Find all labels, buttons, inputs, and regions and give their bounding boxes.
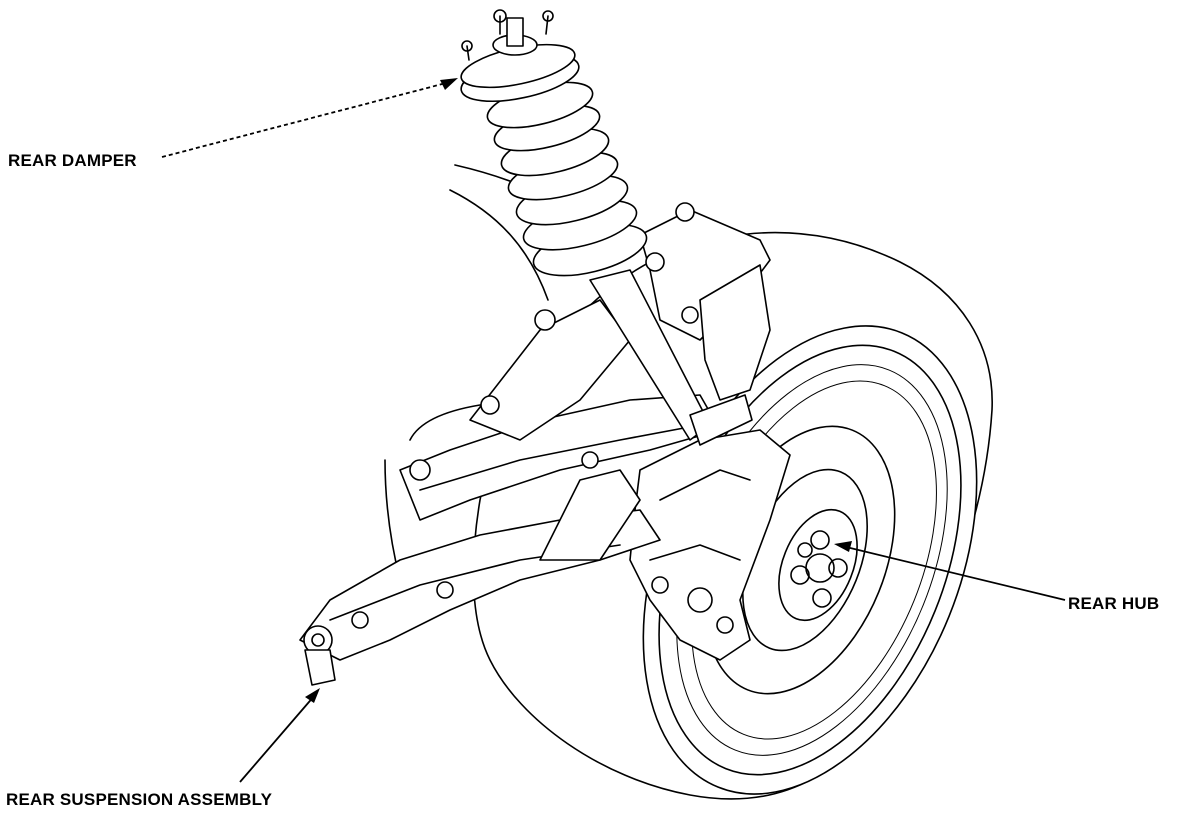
hub-leader (834, 541, 1066, 601)
damper-leader (161, 78, 458, 158)
knuckle (629, 429, 791, 661)
assembly-leader (239, 688, 320, 783)
rear-suspension-assembly-label: REAR SUSPENSION ASSEMBLY (6, 790, 273, 809)
rear-damper-label: REAR DAMPER (8, 151, 137, 170)
rear-hub-label: REAR HUB (1068, 594, 1160, 613)
upper-arm (639, 202, 771, 401)
rear-damper (460, 9, 753, 446)
lower-arm (299, 299, 721, 686)
